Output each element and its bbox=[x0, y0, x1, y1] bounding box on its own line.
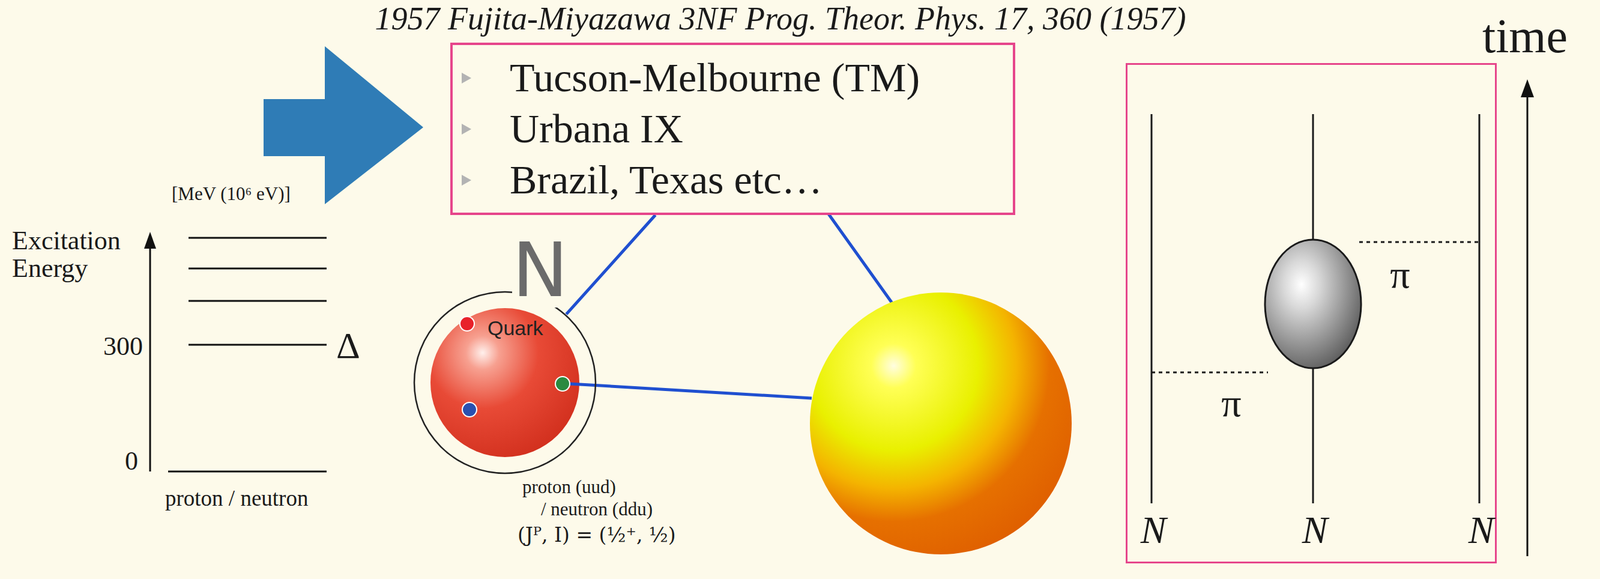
composition-label: / neutron (ddu) bbox=[540, 497, 653, 520]
list-item: Brazil, Texas etc… bbox=[509, 154, 995, 206]
circle-outline bbox=[414, 291, 596, 474]
quark-dot bbox=[555, 376, 570, 391]
link-line bbox=[826, 211, 893, 304]
model-list-box: Tucson-Melbourne (TM)Urbana IXBrazil, Te… bbox=[450, 42, 1016, 215]
axis-label: time bbox=[1482, 9, 1568, 63]
level-label: Δ bbox=[336, 323, 361, 368]
nucleon-sphere bbox=[430, 307, 580, 457]
axis-arrowhead bbox=[144, 231, 157, 249]
time-arrowhead bbox=[1520, 79, 1534, 98]
level-label: proton / neutron bbox=[165, 485, 308, 512]
diagram-frame: π πN N N bbox=[1125, 63, 1497, 564]
nucleon-label: N bbox=[1302, 509, 1329, 552]
nucleon-label: N bbox=[1468, 509, 1495, 552]
list-item: Tucson-Melbourne (TM) bbox=[509, 52, 995, 104]
tick-label: 0 bbox=[124, 445, 139, 478]
unit-label: [MeV (10⁶ eV)] bbox=[171, 182, 291, 205]
nucleus-sphere bbox=[809, 292, 1072, 555]
time-axis bbox=[1526, 91, 1529, 556]
big-arrow bbox=[263, 46, 424, 205]
feynman-lines bbox=[1151, 114, 1480, 504]
quark-dot bbox=[462, 402, 477, 417]
quark-label: Quark bbox=[487, 316, 544, 340]
axis-label: Excitation Energy bbox=[12, 226, 154, 283]
list-item: Urbana IX bbox=[509, 103, 995, 155]
quark-dot bbox=[459, 316, 475, 331]
link-line bbox=[569, 383, 812, 399]
pion-label: π bbox=[1221, 381, 1241, 426]
pion-label: π bbox=[1389, 252, 1410, 297]
nucleon-label: N bbox=[1140, 509, 1167, 552]
nucleon-circle: NQuark bbox=[413, 290, 597, 475]
tick-label: 300 bbox=[103, 330, 143, 363]
composition-label: proton (uud) bbox=[522, 475, 616, 498]
interaction-blob bbox=[1264, 239, 1362, 369]
quantum-number-label: (Jᴾ, I) = (½⁺, ½) bbox=[517, 522, 677, 547]
nucleon-symbol: N bbox=[512, 232, 569, 308]
connector-line bbox=[566, 214, 656, 314]
title: 1957 Fujita-Miyazawa 3NF Prog. Theor. Ph… bbox=[375, 0, 1187, 38]
energy-levels bbox=[150, 237, 327, 472]
